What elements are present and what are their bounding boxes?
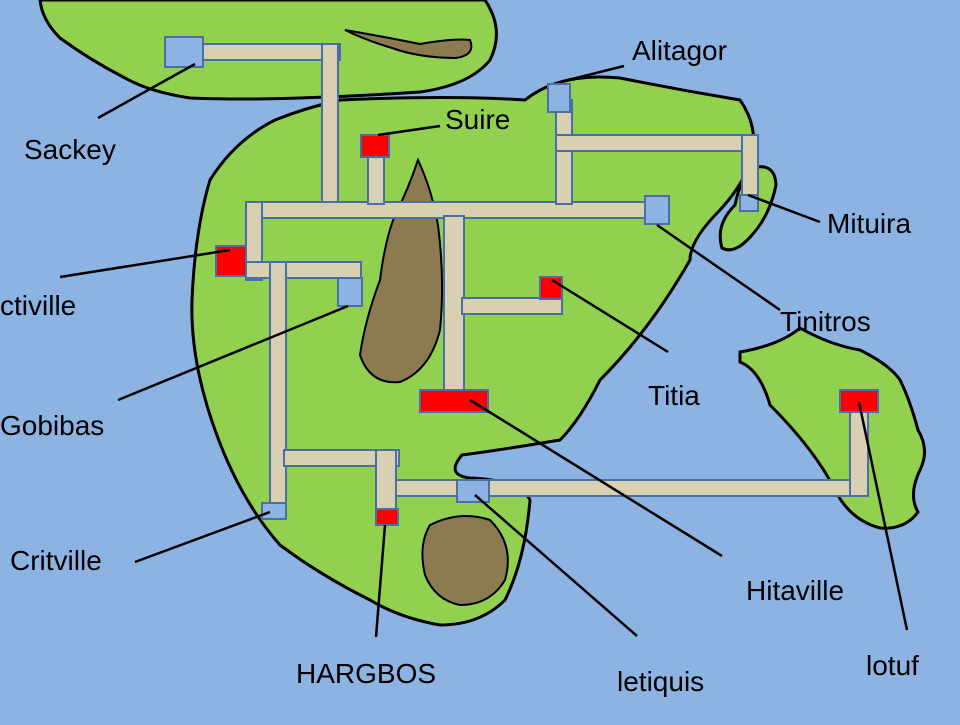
leader-letiquis xyxy=(474,494,638,637)
leader-mituira xyxy=(747,193,821,224)
alitagor-marker[interactable] xyxy=(547,83,571,113)
suire-marker[interactable] xyxy=(360,134,390,158)
leader-suire xyxy=(377,124,441,137)
titia-marker[interactable] xyxy=(539,276,563,300)
routes xyxy=(189,43,869,513)
letiquis-marker[interactable] xyxy=(456,479,490,503)
label-hargbos: HARGBOS xyxy=(296,658,437,689)
route-alitagor-east xyxy=(555,134,757,152)
route-mituira-spur xyxy=(741,134,759,196)
label-suire: Suire xyxy=(445,104,511,135)
leader-gobibas xyxy=(117,304,349,402)
towns xyxy=(164,36,759,520)
label-letiquis: letiquis xyxy=(617,666,705,697)
leader-ctiville xyxy=(59,248,231,279)
label-hitaville: Hitaville xyxy=(746,575,845,606)
sackey-marker[interactable] xyxy=(164,36,204,68)
label-alitagor: Alitagor xyxy=(632,35,727,66)
label-critville: Critville xyxy=(10,545,102,576)
leader-hitaville xyxy=(469,398,723,558)
leader-hargbos xyxy=(374,524,387,638)
leader-critville xyxy=(134,510,271,564)
leader-titia xyxy=(551,278,669,354)
route-titia-spur xyxy=(461,297,563,315)
east-island xyxy=(738,326,926,530)
route-gobibas-west xyxy=(245,261,362,279)
route-sackey-east xyxy=(189,43,341,61)
route-west-spur xyxy=(245,201,263,281)
label-mituira: Mituira xyxy=(827,208,912,239)
label-sackey: Sackey xyxy=(24,134,116,165)
critville-marker[interactable] xyxy=(261,502,287,520)
leader-lotuf xyxy=(857,401,909,631)
route-hargbos-drop xyxy=(375,449,397,513)
label-titia: Titia xyxy=(648,380,700,411)
tinitros-marker[interactable] xyxy=(644,195,670,225)
gobibas-marker[interactable] xyxy=(337,277,363,307)
label-tinitros: Tinitros xyxy=(780,306,871,337)
label-ctiville: ctiville xyxy=(0,290,77,321)
leader-tinitros xyxy=(656,223,781,312)
route-suire-spur xyxy=(367,149,385,205)
north-mountain xyxy=(344,29,473,60)
route-lotuf-south xyxy=(849,409,869,497)
route-sackey-south xyxy=(321,43,339,205)
lotuf-marker[interactable] xyxy=(839,389,879,413)
hargbos-marker[interactable] xyxy=(375,508,399,526)
leader-sackey xyxy=(97,62,196,120)
route-west-north-south xyxy=(269,261,287,508)
leader-alitagor xyxy=(559,64,625,84)
hitaville-marker[interactable] xyxy=(419,389,489,413)
label-lotuf: lotuf xyxy=(866,650,919,681)
route-south-east-west xyxy=(283,449,400,467)
south-mountain xyxy=(421,515,509,607)
leader-lines xyxy=(59,62,909,638)
label-gobibas: Gobibas xyxy=(0,410,105,441)
